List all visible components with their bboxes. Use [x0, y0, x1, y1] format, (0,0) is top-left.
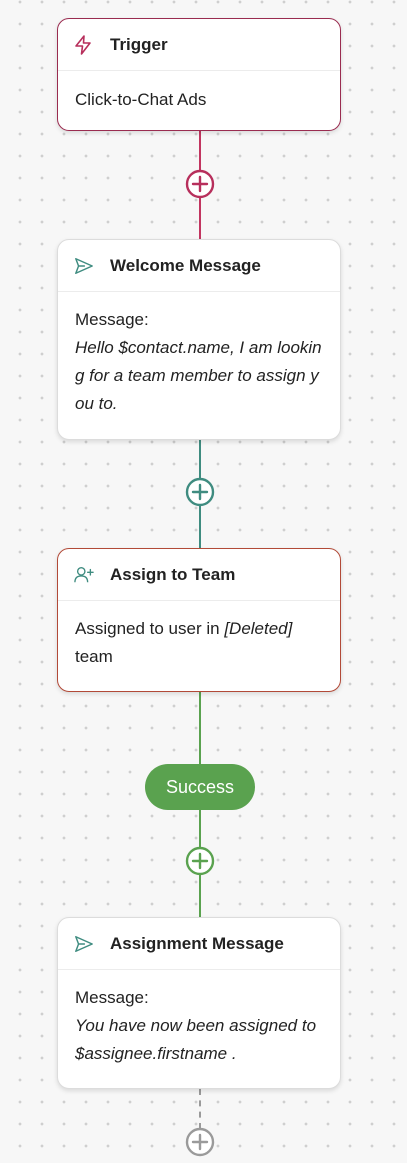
add-step-button[interactable] — [185, 169, 215, 199]
add-step-button[interactable] — [185, 477, 215, 507]
plus-circle-icon — [185, 1127, 215, 1157]
assign-body-suffix: team — [75, 647, 113, 666]
assign-team-title: Assign to Team — [110, 564, 236, 584]
assign-team-header: Assign to Team — [58, 549, 340, 601]
trigger-title: Trigger — [110, 34, 168, 54]
connector-assign-success — [199, 692, 201, 764]
trigger-node[interactable]: Trigger Click-to-Chat Ads — [57, 18, 341, 131]
welcome-message-body: Message: Hello $contact.name, I am looki… — [58, 292, 340, 430]
assignment-message-node[interactable]: Assignment Message Message: You have now… — [57, 917, 341, 1089]
assign-body-prefix: Assigned to user in — [75, 619, 225, 638]
plus-circle-icon — [185, 846, 215, 876]
add-step-button[interactable] — [185, 846, 215, 876]
message-label: Message: — [75, 310, 149, 329]
assign-team-body: Assigned to user in [Deleted] team — [58, 601, 340, 683]
plus-circle-icon — [185, 477, 215, 507]
message-text: Hello $contact.name, I am looking for a … — [75, 338, 322, 413]
assignment-message-body: Message: You have now been assigned to $… — [58, 970, 340, 1080]
send-icon — [74, 256, 94, 276]
message-label: Message: — [75, 988, 149, 1007]
user-plus-icon — [74, 565, 94, 585]
success-branch-label[interactable]: Success — [145, 764, 255, 810]
welcome-message-node[interactable]: Welcome Message Message: Hello $contact.… — [57, 239, 341, 440]
lightning-icon — [74, 34, 94, 55]
assign-team-node[interactable]: Assign to Team Assigned to user in [Dele… — [57, 548, 341, 692]
message-text: You have now been assigned to $assignee.… — [75, 1016, 317, 1063]
send-icon — [74, 934, 94, 954]
add-step-button[interactable] — [185, 1127, 215, 1157]
team-name: [Deleted] — [224, 619, 293, 638]
welcome-message-title: Welcome Message — [110, 255, 261, 275]
welcome-message-header: Welcome Message — [58, 240, 340, 292]
trigger-body: Click-to-Chat Ads — [75, 90, 207, 109]
trigger-node-header: Trigger — [58, 19, 340, 71]
plus-circle-icon — [185, 169, 215, 199]
assignment-message-header: Assignment Message — [58, 918, 340, 970]
assignment-message-title: Assignment Message — [110, 933, 284, 953]
connector-pending — [199, 1089, 201, 1129]
